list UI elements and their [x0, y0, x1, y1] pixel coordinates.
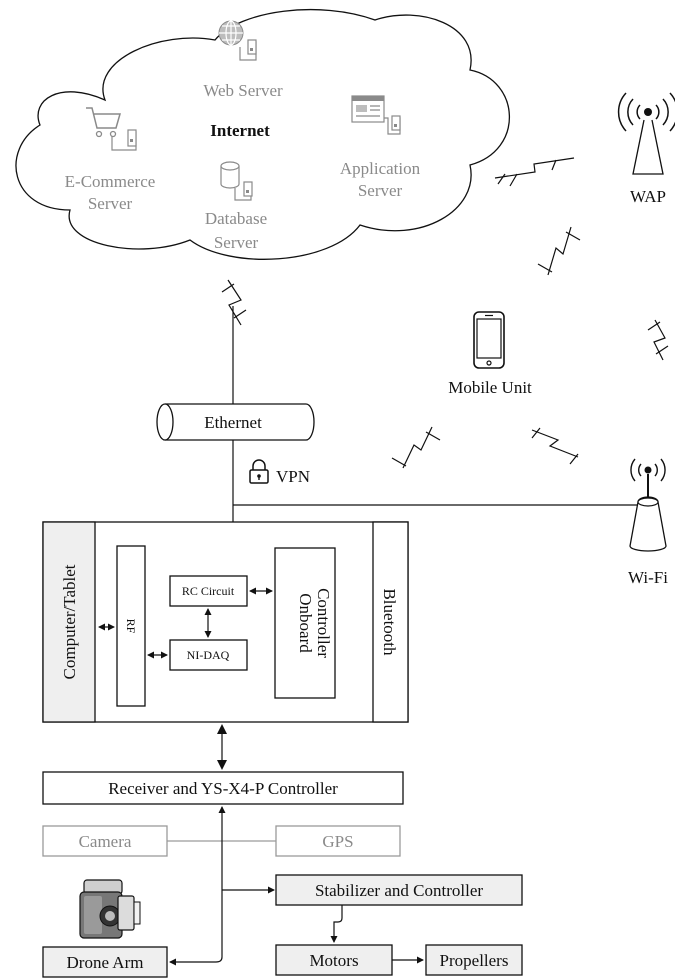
browser-window-server-icon [351, 95, 401, 135]
bluetooth-panel [372, 521, 409, 723]
shopping-cart-server-icon [86, 107, 137, 151]
wireless-link-mobile-wifi [531, 427, 579, 465]
receiver-controller-label: Receiver and YS-X4-P Controller [108, 779, 338, 798]
computer-tablet-label: Computer/Tablet [60, 564, 79, 679]
database-server-label-1: Database [205, 209, 267, 228]
ground-station-block [42, 521, 409, 723]
ethernet-cable [156, 403, 315, 441]
drone-arm-box [42, 946, 168, 978]
database-server-label-2: Server [214, 233, 259, 252]
application-server-label-1: Application [340, 159, 421, 178]
camera-label: Camera [79, 832, 132, 851]
stabilizer-motors-arrow [330, 905, 343, 943]
antenna-tower-icon [617, 92, 675, 175]
application-server-label-2: Server [358, 181, 403, 200]
motors-box [275, 944, 393, 976]
wireless-link-wap-mobile [647, 319, 669, 361]
ecommerce-server-label-2: Server [88, 194, 133, 213]
camcorder-icon [79, 879, 141, 939]
internet-title: Internet [210, 121, 270, 140]
ethernet-label: Ethernet [204, 413, 262, 432]
motors-label: Motors [309, 951, 358, 970]
wireless-link-cloud-wap [494, 157, 575, 187]
receiver-controller-box [42, 771, 404, 805]
globe-server-icon [218, 20, 257, 61]
database-cylinder-server-icon [220, 161, 253, 201]
trunk-to-drone-arm-arrow [169, 956, 223, 966]
rf-module [116, 545, 146, 707]
rc-circuit-box [169, 575, 248, 607]
rc-circuit-label: RC Circuit [182, 584, 235, 598]
wireless-link-mobile-ethernet [391, 426, 441, 469]
wifi-router-icon [629, 458, 667, 552]
stabilizer-controller-box [275, 874, 523, 906]
wifi-label: Wi-Fi [628, 568, 668, 587]
onboard-controller-box [274, 547, 336, 699]
computer-tablet-panel [42, 521, 96, 723]
rf-label: RF [124, 619, 138, 634]
ecommerce-server-label-1: E-Commerce [65, 172, 156, 191]
ni-daq-box [169, 639, 248, 671]
padlock-icon [249, 459, 269, 484]
wireless-link-cloud-mobile [537, 226, 581, 276]
bluetooth-label: Bluetooth [380, 588, 399, 656]
internet-cloud [15, 8, 511, 260]
smartphone-icon [473, 311, 505, 369]
ni-daq-label: NI-DAQ [187, 648, 230, 662]
stabilizer-controller-label: Stabilizer and Controller [315, 881, 483, 900]
wireless-link-internet-ethernet [221, 279, 247, 326]
propellers-label: Propellers [440, 951, 509, 970]
wap-label: WAP [630, 187, 666, 206]
onboard-controller-label-2: Controller [314, 588, 333, 658]
drone-arm-label: Drone Arm [67, 953, 144, 972]
mobile-unit-label: Mobile Unit [448, 378, 532, 397]
camera-box [42, 825, 168, 857]
gps-label: GPS [322, 832, 353, 851]
onboard-controller-label-1: Onboard [296, 593, 315, 653]
propellers-box [425, 944, 523, 976]
web-server-label: Web Server [203, 81, 283, 100]
vpn-label: VPN [276, 467, 310, 486]
